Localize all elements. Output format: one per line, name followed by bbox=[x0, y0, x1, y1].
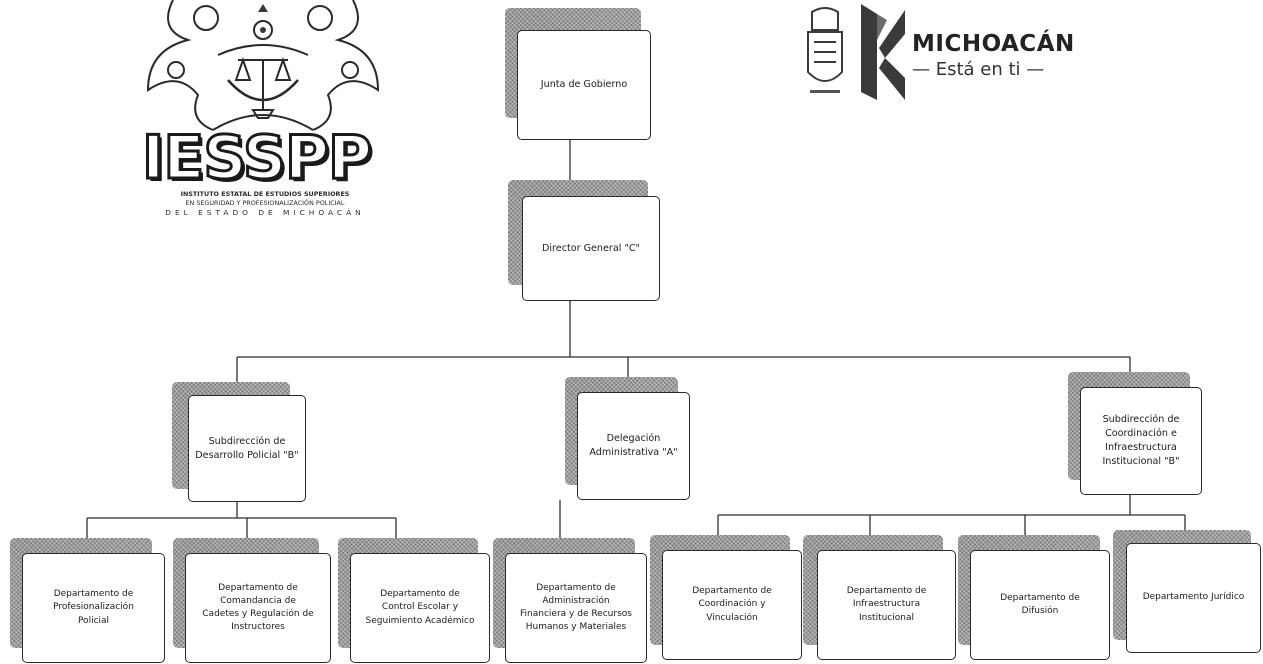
iesspp-line-1: INSTITUTO ESTATAL DE ESTUDIOS SUPERIORES bbox=[180, 190, 350, 198]
node-label: Departamento Jurídico bbox=[1126, 543, 1261, 653]
michoacan-name: MICHOACÁN bbox=[912, 31, 1075, 57]
node-label: Departamento de Coordinación y Vinculaci… bbox=[662, 550, 802, 660]
node-label: Departamento de Administración Financier… bbox=[505, 553, 647, 663]
iesspp-line-3: DEL ESTADO DE MICHOACÁN bbox=[165, 208, 365, 217]
michoacan-logo: MICHOACÁN — Está en ti — bbox=[800, 0, 1074, 105]
node-label: Junta de Gobierno bbox=[517, 30, 651, 140]
node-label: Delegación Administrativa "A" bbox=[577, 392, 690, 500]
node-label: Departamento de Profesionalización Polic… bbox=[22, 553, 165, 663]
iesspp-emblem-icon bbox=[146, 0, 380, 131]
iesspp-line-2: EN SEGURIDAD Y PROFESIONALIZACIÓN POLICI… bbox=[185, 199, 345, 207]
node-label: Departamento de Control Escolar y Seguim… bbox=[350, 553, 490, 663]
node-label: Subdirección de Desarrollo Policial "B" bbox=[188, 395, 306, 502]
iesspp-logo: IESSPP INSTITUTO ESTATAL DE ESTUDIOS SUP… bbox=[118, 0, 408, 240]
node-label: Director General "C" bbox=[522, 196, 660, 301]
node-label: Departamento de Comandancia de Cadetes y… bbox=[185, 553, 331, 663]
node-label: Subdirección de Coordinación e Infraestr… bbox=[1080, 387, 1202, 495]
node-label: Departamento de Difusión bbox=[970, 550, 1110, 660]
k-brand-mark-icon bbox=[861, 4, 905, 100]
state-coat-of-arms-icon bbox=[807, 7, 843, 93]
node-label: Departamento de Infraestructura Instituc… bbox=[817, 550, 956, 660]
iesspp-acronym: IESSPP bbox=[141, 123, 374, 193]
michoacan-tagline: — Está en ti — bbox=[912, 59, 1045, 80]
